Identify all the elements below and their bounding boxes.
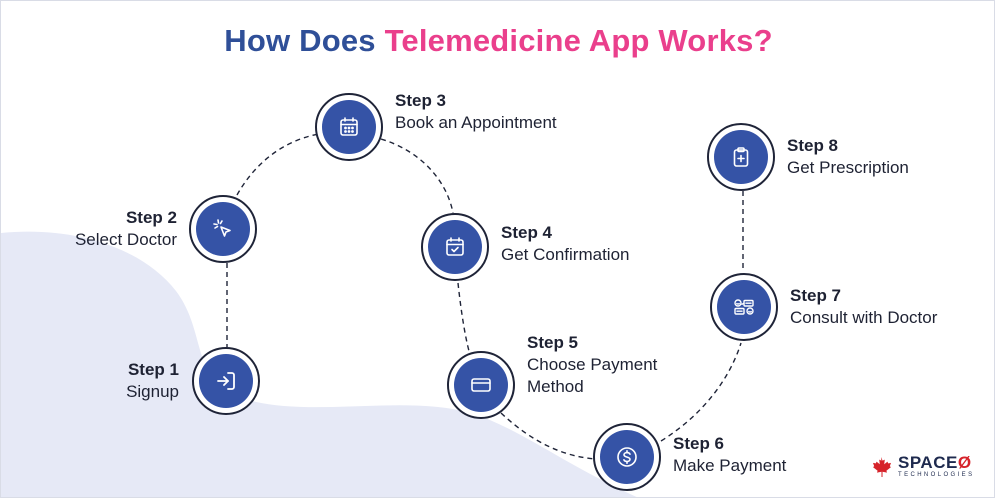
calendar-check-icon <box>446 237 464 256</box>
logo-name: SPACE <box>898 453 958 472</box>
brand-logo: SPACEØ TECHNOLOGIES <box>869 453 975 479</box>
step-3-title: Step 3 <box>395 91 447 110</box>
step-5-desc-line1: Choose Payment <box>527 355 658 374</box>
cursor-click-icon <box>213 219 231 237</box>
step-1-node <box>192 347 260 415</box>
chat-consult-icon <box>734 299 754 315</box>
step-2-desc: Select Doctor <box>74 230 177 249</box>
step-7-desc: Consult with Doctor <box>790 308 938 327</box>
step-1-desc: Signup <box>126 382 179 401</box>
step-8-title: Step 8 <box>787 136 839 155</box>
step-7-label: Step 7 Consult with Doctor <box>790 285 980 329</box>
step-2-label: Step 2 Select Doctor <box>31 207 177 251</box>
step-3-node <box>315 93 383 161</box>
step-4-desc: Get Confirmation <box>501 245 630 264</box>
step-6-node <box>593 423 661 491</box>
step-3-label: Step 3 Book an Appointment <box>395 90 595 134</box>
step-7-node <box>710 273 778 341</box>
step-4-title: Step 4 <box>501 223 553 242</box>
page-title: How Does Telemedicine App Works? <box>1 23 994 59</box>
step-5-node <box>447 351 515 419</box>
title-primary: How Does <box>224 23 376 58</box>
step-2-node <box>189 195 257 263</box>
step-5-label: Step 5 Choose Payment Method <box>527 332 697 398</box>
step-7-title: Step 7 <box>790 286 842 305</box>
step-8-node <box>707 123 775 191</box>
step-6-title: Step 6 <box>673 434 725 453</box>
step-1-title: Step 1 <box>127 360 179 379</box>
step-6-label: Step 6 Make Payment <box>673 433 833 477</box>
signin-arrow-icon <box>217 372 235 390</box>
calendar-icon <box>340 117 358 136</box>
step-4-node <box>421 213 489 281</box>
step-6-desc: Make Payment <box>673 456 787 475</box>
clipboard-plus-icon <box>733 147 749 167</box>
step-5-desc-line2: Method <box>527 377 584 396</box>
maple-leaf-icon <box>873 457 891 477</box>
step-8-label: Step 8 Get Prescription <box>787 135 967 179</box>
step-4-label: Step 4 Get Confirmation <box>501 222 671 266</box>
step-1-label: Step 1 Signup <box>61 359 179 403</box>
step-8-desc: Get Prescription <box>787 158 909 177</box>
logo-symbol: Ø <box>957 453 972 472</box>
step-5-title: Step 5 <box>527 333 579 352</box>
credit-card-icon <box>471 378 491 392</box>
dollar-coin-icon <box>617 447 637 467</box>
title-accent: Telemedicine App Works? <box>384 23 773 58</box>
logo-tagline: TECHNOLOGIES <box>898 472 975 478</box>
step-2-title: Step 2 <box>125 208 177 227</box>
step-3-desc: Book an Appointment <box>395 113 557 132</box>
